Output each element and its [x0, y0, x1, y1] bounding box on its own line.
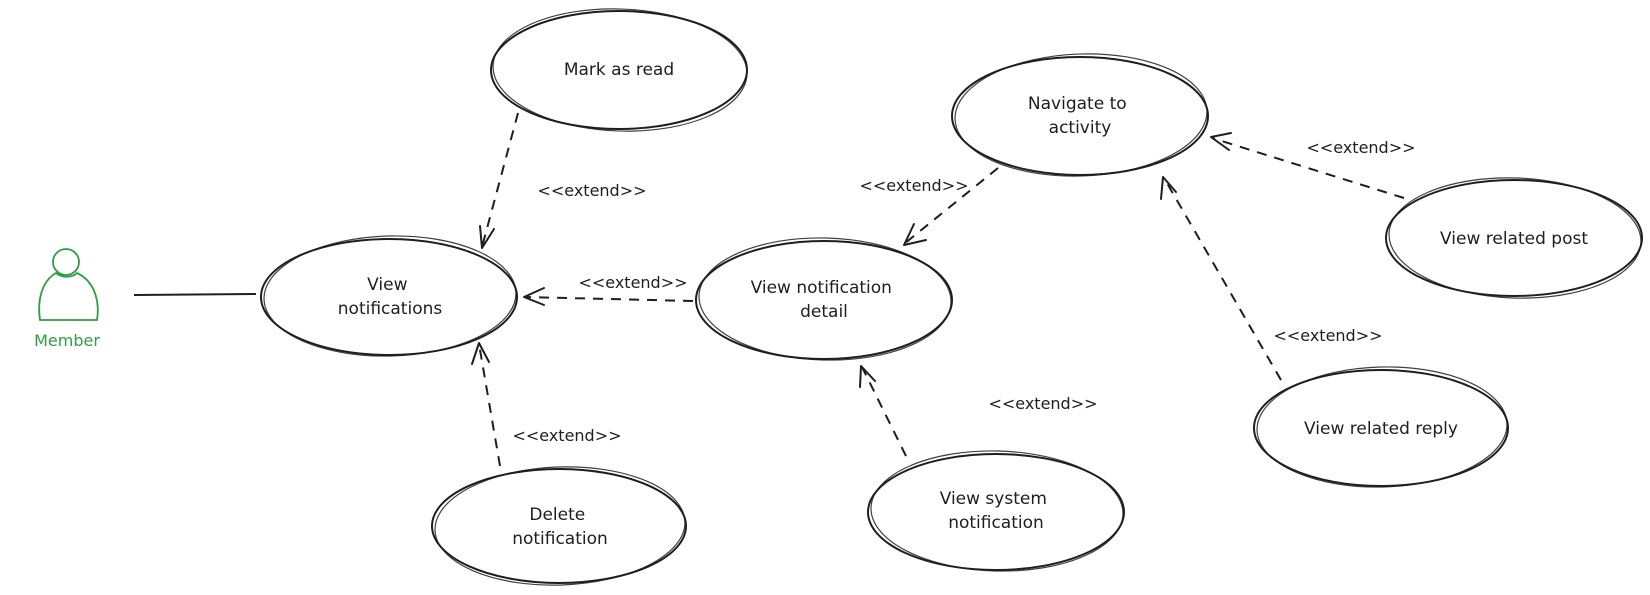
use-case-ellipse [695, 240, 953, 360]
use-case-ellipse [1385, 179, 1643, 297]
actor-head [52, 248, 80, 276]
use-case-ellipse-sketch [1256, 366, 1508, 488]
use-case-label-line: View system [940, 489, 1047, 509]
use-case-ellipse-sketch [1388, 177, 1642, 299]
use-case-label: View notifications [338, 275, 443, 319]
extend-label: <<extend>> [1273, 326, 1382, 345]
extend-label: <<extend>> [578, 273, 687, 292]
extend-label: <<extend>> [512, 426, 621, 445]
arrow-head [1160, 176, 1177, 200]
extend-view-related-reply: <<extend>> [1160, 176, 1383, 381]
extend-line [861, 366, 907, 457]
use-case-label-line: View related reply [1304, 419, 1458, 439]
use-case-label: Mark as read [564, 60, 674, 80]
arrow-head [903, 223, 927, 246]
use-case-ellipse [1253, 369, 1509, 487]
use-case-navigate-to-activity[interactable]: Navigate to activity [951, 50, 1209, 181]
use-case-ellipse [260, 238, 518, 356]
extend-label: <<extend>> [988, 394, 1097, 413]
use-case-ellipse [867, 453, 1125, 571]
use-case-mark-as-read[interactable]: Mark as read [490, 5, 749, 136]
use-case-view-related-post[interactable]: View related post [1385, 174, 1643, 303]
extend-view-notification-detail: <<extend>> [523, 273, 694, 306]
extend-line [524, 296, 694, 302]
extend-view-system-notification: <<extend>> [859, 365, 1098, 457]
use-case-view-notification-detail[interactable]: View notification detail [695, 235, 953, 364]
actor-label: Member [34, 331, 100, 350]
association-line [133, 293, 257, 296]
use-case-label-line: notifications [338, 299, 443, 319]
extend-mark-as-read: <<extend>> [479, 112, 647, 249]
use-case-ellipse-sketch [954, 53, 1208, 177]
use-case-ellipse [951, 56, 1209, 176]
arrow-head [859, 365, 876, 388]
use-case-label-line: notification [948, 513, 1044, 533]
use-case-label-line: Navigate to [1028, 94, 1127, 114]
use-case-label: View related reply [1304, 419, 1458, 439]
use-case-label-line: notification [512, 529, 608, 549]
use-case-label: Delete notification [512, 505, 608, 549]
use-case-label-line: Mark as read [564, 60, 674, 80]
extend-line [1163, 177, 1282, 381]
use-case-view-notifications[interactable]: View notifications [260, 233, 518, 360]
arrow-head [479, 225, 495, 249]
use-case-ellipse-sketch [492, 8, 748, 132]
use-case-ellipse-sketch [263, 235, 517, 357]
use-case-label-line: View related post [1440, 229, 1588, 249]
arrow-head [1210, 132, 1232, 151]
use-case-label: View system notification [940, 489, 1053, 533]
use-case-label-line: detail [800, 302, 848, 322]
use-case-label-line: activity [1049, 118, 1112, 138]
use-case-view-related-reply[interactable]: View related reply [1253, 364, 1509, 491]
use-case-label-line: Delete [529, 505, 585, 525]
use-case-ellipse-sketch [434, 466, 686, 586]
use-case-ellipse-sketch [698, 237, 952, 361]
arrow-head [471, 342, 490, 365]
use-case-label: Navigate to activity [1028, 94, 1132, 138]
actor-member: Member [34, 248, 100, 350]
actor-body [38, 271, 99, 321]
use-case-delete-notification[interactable]: Delete notification [431, 463, 687, 590]
extend-line [481, 112, 519, 248]
extend-navigate-to-activity: <<extend>> [859, 167, 999, 246]
extend-label: <<extend>> [537, 181, 646, 200]
extend-view-related-post: <<extend>> [1210, 132, 1416, 199]
extend-label: <<extend>> [1306, 138, 1415, 157]
use-case-ellipse-sketch [870, 450, 1124, 572]
use-case-label-line: View [367, 275, 407, 295]
extend-label: <<extend>> [859, 176, 968, 195]
use-case-label: View notification detail [751, 278, 898, 322]
extend-line [1211, 137, 1405, 199]
use-case-view-system-notification[interactable]: View system notification [867, 448, 1125, 575]
extend-delete-notification: <<extend>> [471, 342, 622, 467]
extend-line [903, 167, 999, 245]
use-case-label-line: View notification [751, 278, 892, 298]
extend-line [478, 343, 501, 467]
arrow-head [523, 287, 545, 306]
use-case-ellipse [431, 468, 687, 584]
use-case-label: View related post [1440, 229, 1588, 249]
